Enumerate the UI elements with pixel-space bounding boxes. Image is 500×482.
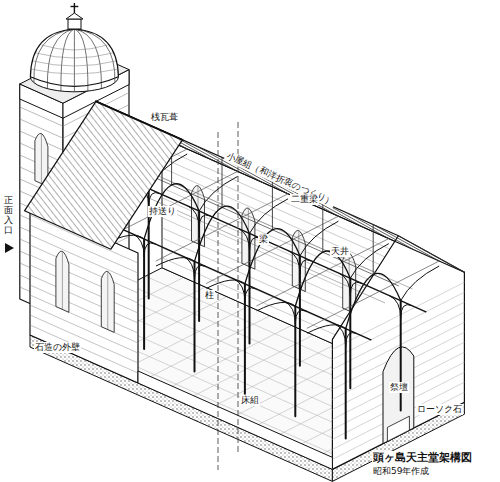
bracket <box>188 206 200 229</box>
cross <box>74 3 75 13</box>
vault-rib <box>245 229 300 284</box>
king-post <box>272 180 273 230</box>
wall-course <box>30 245 138 293</box>
dome-course <box>36 53 112 58</box>
wall-course <box>30 265 138 313</box>
stone-foundation <box>30 335 332 481</box>
bracket <box>238 228 250 251</box>
dome-course <box>31 69 118 74</box>
aisle-rib <box>350 244 389 279</box>
aisle-rib <box>307 325 346 333</box>
part-label: 昭和59年作成 <box>372 466 430 477</box>
aisle-rib <box>257 302 296 310</box>
part-label: ローソク石 <box>416 404 463 415</box>
sanctuary-wall <box>332 236 464 470</box>
low-wall <box>138 371 332 469</box>
arched-window <box>56 251 69 312</box>
bracket <box>195 265 207 279</box>
dome-rib <box>74 29 115 83</box>
wall-course <box>30 255 138 303</box>
bracket <box>401 305 413 319</box>
part-label: 持送り <box>148 206 177 217</box>
entrance-arrow <box>5 243 14 253</box>
rafter <box>323 202 389 238</box>
dome-rib <box>74 29 75 92</box>
wall-course <box>30 305 138 353</box>
lantern-cap <box>66 13 83 19</box>
cross <box>71 6 79 7</box>
section-line <box>238 122 239 455</box>
dome-rib <box>74 29 101 89</box>
rafter <box>398 236 464 272</box>
wall-course <box>30 285 138 333</box>
part-label: 祭壇 <box>389 382 409 393</box>
wall-course <box>30 325 138 373</box>
bracket <box>245 288 257 302</box>
altar-table <box>387 416 409 441</box>
king-post <box>322 202 323 252</box>
part-label: 床組 <box>240 395 260 406</box>
wall-course <box>30 235 138 283</box>
ridge-cap <box>96 101 182 139</box>
part-label: 二重梁 <box>290 194 319 205</box>
bracket <box>233 279 245 302</box>
bracket <box>284 301 296 324</box>
wall-course <box>332 282 464 349</box>
bracket <box>339 273 351 296</box>
arcade-beam <box>124 177 426 311</box>
aisle-rib <box>206 280 245 288</box>
part-label: 梁 <box>258 234 269 245</box>
wall-course <box>30 315 138 363</box>
wall-course <box>30 295 138 343</box>
vault-rib <box>346 273 401 328</box>
section-line <box>218 132 219 470</box>
aisle-rib <box>401 266 440 301</box>
arched-window-mullion <box>107 272 108 330</box>
bracket <box>334 324 346 347</box>
bracket <box>346 333 358 347</box>
dome-course <box>41 45 107 50</box>
arched-window-mullion <box>62 251 63 309</box>
wall-course <box>30 275 138 323</box>
aisle-rib <box>156 258 195 266</box>
bracket <box>144 243 156 257</box>
rafter <box>373 225 439 261</box>
vault-rib <box>195 206 250 261</box>
tiled-roof <box>25 101 183 249</box>
dome-rib <box>61 29 75 91</box>
king-post <box>373 225 374 275</box>
dome-rib <box>34 29 75 83</box>
rafter <box>348 213 414 249</box>
arched-window <box>101 271 114 332</box>
altar-niche <box>383 347 414 444</box>
dome-rib <box>74 29 88 91</box>
lantern <box>68 19 81 29</box>
aisle-rib <box>250 199 289 234</box>
wall-plate <box>162 138 464 272</box>
part-label: 石造の外壁 <box>34 342 81 353</box>
dome-course <box>33 61 116 66</box>
bracket <box>288 251 300 274</box>
bracket <box>295 310 307 324</box>
bracket <box>183 256 195 279</box>
king-post <box>222 157 223 207</box>
part-label: 桟瓦葺 <box>150 112 179 123</box>
vault-rib <box>144 184 199 239</box>
tower-window-mullion <box>41 134 42 184</box>
part-label: 天井 <box>330 246 350 257</box>
bracket <box>389 296 401 319</box>
part-label: 柱 <box>204 290 215 301</box>
part-label: 正面入口 <box>3 196 14 236</box>
drawing-caption: 頭ヶ島天主堂架構図 <box>372 451 473 464</box>
vault-rib <box>295 251 350 306</box>
